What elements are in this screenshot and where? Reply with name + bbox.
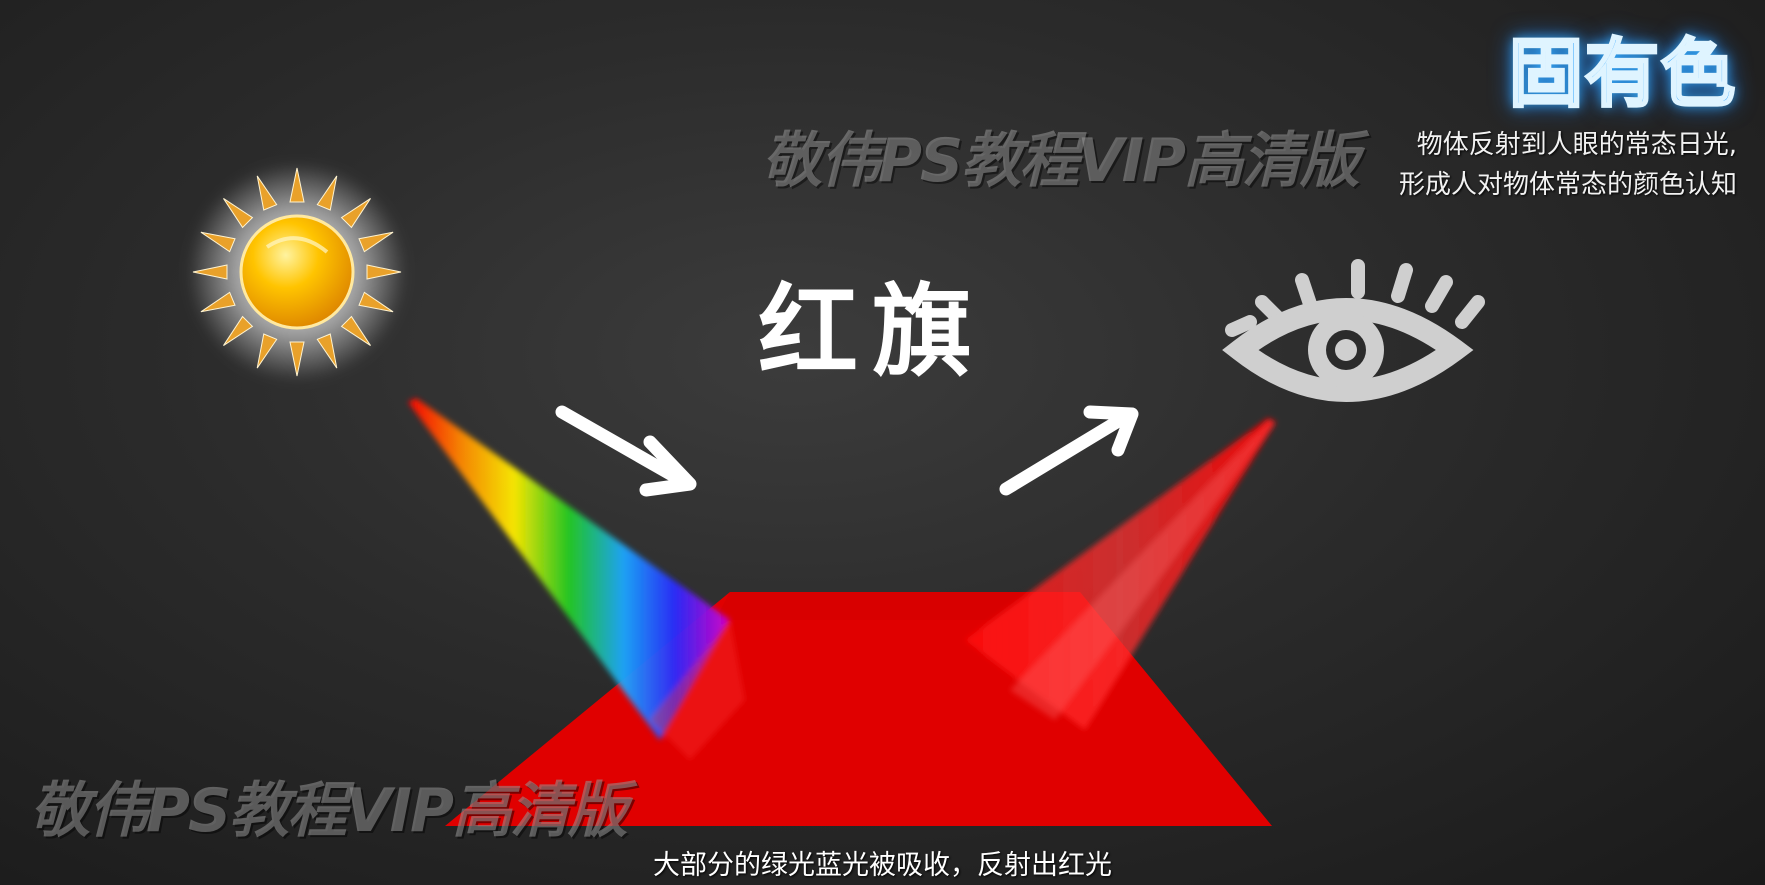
title-badge: 固有色 (1508, 30, 1737, 119)
sun-icon (187, 162, 407, 382)
incoming-light-beam (408, 398, 745, 760)
description-line-2: 形成人对物体常态的颜色认知 (1398, 170, 1737, 200)
subtitle-caption: 大部分的绿光蓝光被吸收，反射出红光 (653, 850, 1112, 881)
arrow-up-right-icon (999, 405, 1139, 496)
description-line-1: 物体反射到人眼的常态日光, (1416, 130, 1737, 160)
arrow-down-right-icon (555, 405, 697, 497)
watermark-top: 敬伟PS教程VIP高清版 (762, 126, 1360, 196)
watermark-bottom: 敬伟PS教程VIP高清版 (30, 776, 628, 846)
eye-icon (1222, 259, 1485, 402)
object-label: 红旗 (758, 273, 986, 390)
reflected-light-beam (965, 418, 1276, 730)
